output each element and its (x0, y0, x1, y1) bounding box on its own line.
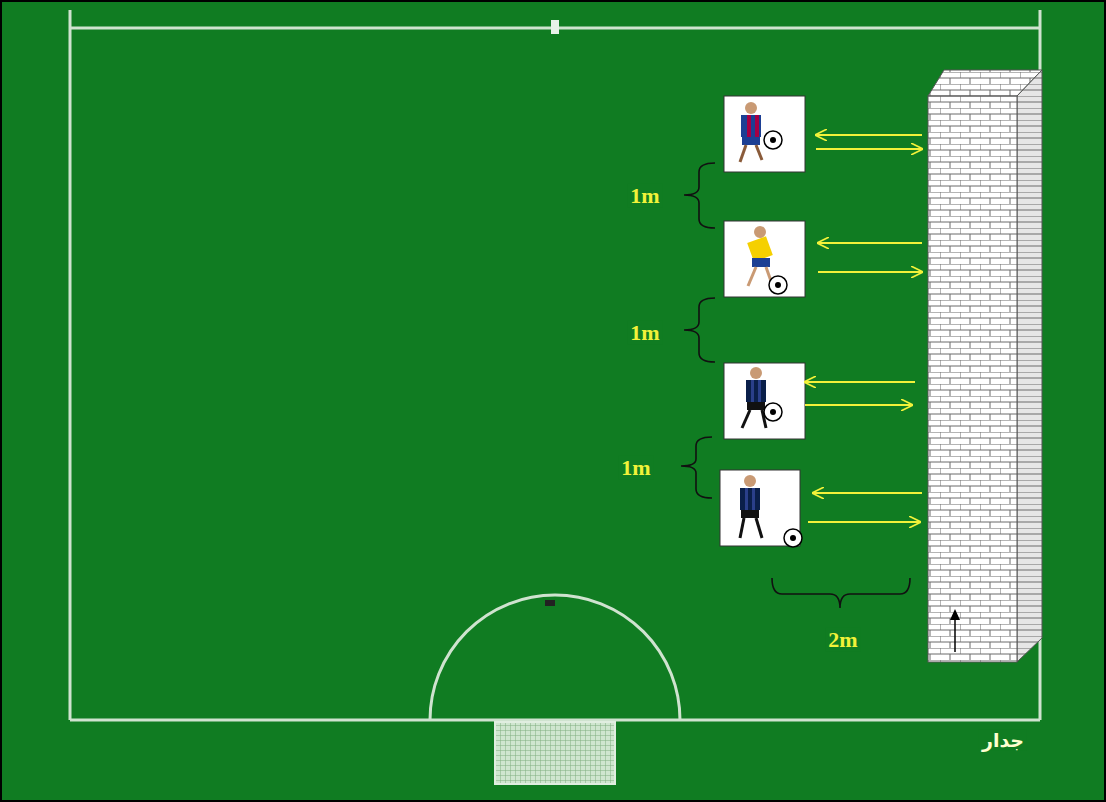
field-lines (70, 10, 1040, 720)
pass-arrows (805, 135, 922, 522)
dimension-label: 2m (825, 628, 860, 652)
wall-illustration (928, 70, 1042, 662)
dimension-label: 1m (627, 184, 662, 208)
dimension-label: 1m (627, 321, 662, 345)
dimension-label: 1m (618, 456, 653, 480)
player-1 (724, 96, 805, 172)
dimension-braces (681, 163, 910, 608)
goal-net (495, 722, 615, 784)
player-2 (724, 221, 805, 297)
center-mark (551, 20, 559, 34)
player-4 (720, 470, 802, 547)
penalty-spot (545, 600, 555, 606)
wall-label: جدار (979, 730, 1027, 751)
player-3 (724, 363, 805, 439)
